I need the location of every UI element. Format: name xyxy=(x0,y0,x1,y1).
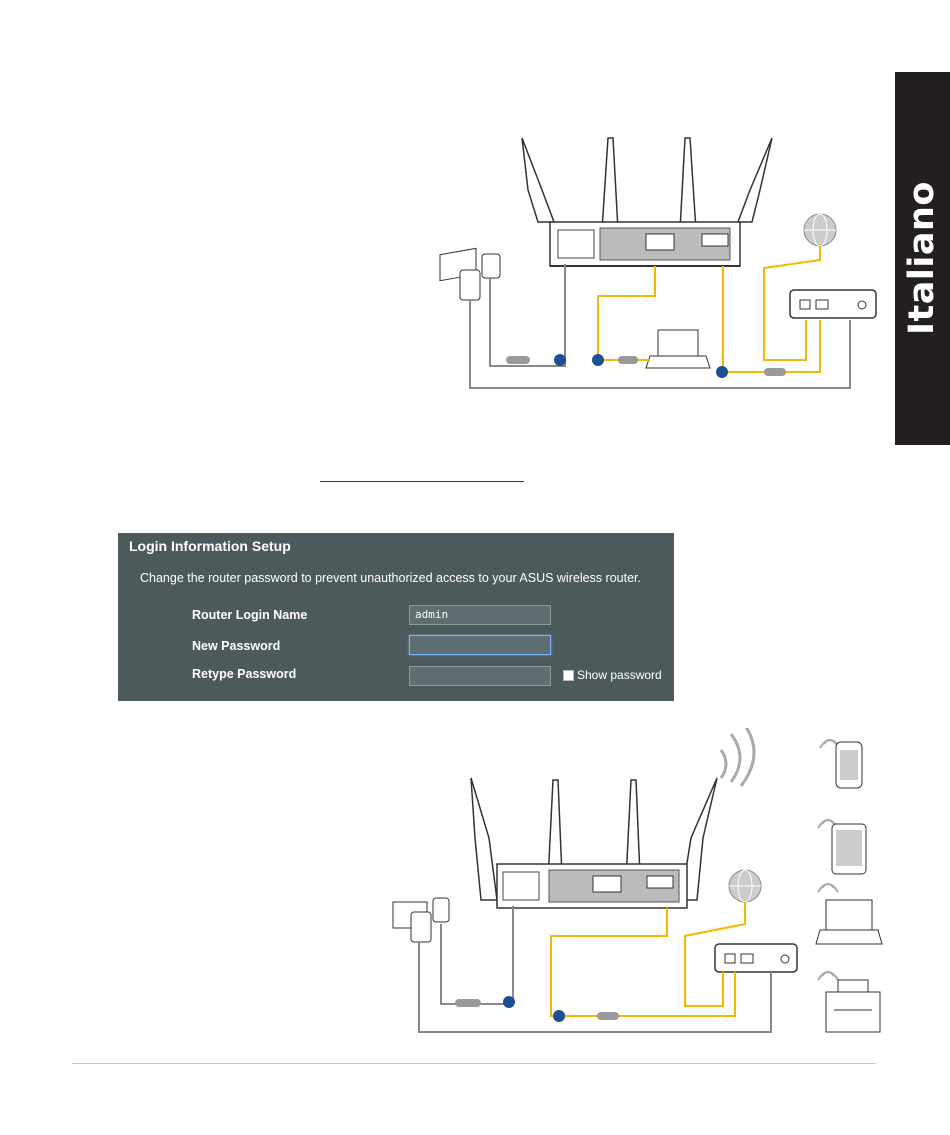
router-setup-diagram-top xyxy=(410,130,890,400)
internet-globe-icon xyxy=(729,870,761,902)
router-login-name-label: Router Login Name xyxy=(192,608,307,622)
connector-dot xyxy=(503,996,515,1008)
antenna-icon xyxy=(680,138,696,230)
footer-divider xyxy=(72,1063,876,1064)
retype-password-label: Retype Password xyxy=(192,667,296,681)
router-icon xyxy=(550,222,740,266)
laptop-icon xyxy=(816,884,882,944)
wifi-signal-icon xyxy=(721,728,754,786)
retype-password-input[interactable] xyxy=(409,666,551,686)
connector-dot xyxy=(592,354,604,366)
language-label: Italiano xyxy=(902,181,942,335)
connector-dot xyxy=(554,354,566,366)
router-setup-diagram-bottom xyxy=(385,728,885,1048)
smartphone-icon xyxy=(820,740,862,788)
modem-icon xyxy=(790,290,876,318)
new-password-label: New Password xyxy=(192,639,280,653)
tablet-icon xyxy=(818,820,866,874)
show-password-label: Show password xyxy=(577,668,662,682)
laptop-icon xyxy=(646,330,710,368)
new-password-input[interactable] xyxy=(409,635,551,655)
modem-icon xyxy=(715,944,797,972)
antenna-icon xyxy=(471,778,497,900)
printer-icon xyxy=(818,972,880,1032)
login-information-setup-panel: Login Information Setup Change the route… xyxy=(118,533,674,701)
url-link-underline[interactable] xyxy=(320,481,524,482)
router-icon xyxy=(497,864,687,908)
antenna-icon xyxy=(738,138,772,222)
show-password-toggle[interactable]: Show password xyxy=(563,668,662,682)
show-password-checkbox[interactable] xyxy=(563,670,574,681)
language-side-tab: Italiano xyxy=(895,72,950,445)
antenna-icon xyxy=(602,138,618,230)
connector-dot xyxy=(553,1010,565,1022)
connector-dot xyxy=(716,366,728,378)
router-login-name-input[interactable]: admin xyxy=(409,605,551,625)
antenna-icon xyxy=(522,138,554,222)
panel-title: Login Information Setup xyxy=(129,538,291,554)
internet-globe-icon xyxy=(804,214,836,246)
wireless-devices-column xyxy=(812,730,892,1040)
panel-description: Change the router password to prevent un… xyxy=(140,571,641,585)
